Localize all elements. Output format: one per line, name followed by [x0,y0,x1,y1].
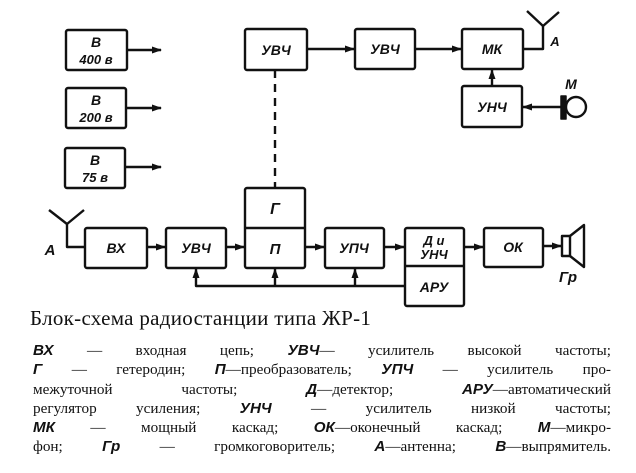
rx-upch-label: УПЧ [339,240,370,256]
rx-ok-box [482,226,545,269]
legend-abbreviation: А [374,438,386,456]
rx-p-label: П [270,241,282,258]
tx-uvch2-label: УВЧ [370,41,401,57]
legend-abbreviation: П [214,361,226,379]
speaker-label: Гр [559,269,577,286]
legend-text: — входная цепь; [53,342,288,359]
rx-detector-label-2: УНЧ [420,247,448,262]
legend-abbreviation: ОК [313,419,335,437]
rectifier-400v-label-2: 400 в [78,52,112,67]
tx-uvch1-label: УВЧ [261,42,292,58]
mic-label: М [565,76,577,92]
rx-detector-label-1: Д и [423,233,445,248]
legend-text: — гетеродин; [42,361,215,379]
legend-text: — усилитель про- [413,361,611,379]
rx-aru-label: АРУ [419,279,450,295]
legend-abbreviation: УВЧ [287,342,320,359]
legend-line: регулятор усиления; УНЧ — усилитель низк… [33,399,611,418]
legend-text: фон; [33,438,103,456]
legend: ВХ — входная цепь; УВЧ— усилитель высоко… [33,341,611,457]
tx-unch-label: УНЧ [477,99,508,115]
legend-line: МК — мощный каскад; ОК—оконечный каскад;… [33,418,611,437]
legend-abbreviation: Гр [102,438,121,456]
legend-text: — усилитель низкой частоты; [271,399,612,417]
legend-text: —выпрямитель. [506,438,611,456]
microphone-icon [522,95,588,120]
legend-line: межуточной частоты; Д—детектор; АРУ—авто… [33,380,611,399]
tx-antenna-icon [523,10,560,51]
legend-abbreviation: М [537,419,551,437]
legend-text: — мощный каскад; [55,419,314,437]
rectifier-400v-label-1: В [91,34,101,50]
agc-feedback-bus [192,268,405,288]
legend-line: ВХ — входная цепь; УВЧ— усилитель высоко… [33,341,611,360]
legend-text: —микро- [550,419,612,437]
legend-text: регулятор усиления; [33,399,240,417]
legend-abbreviation: УНЧ [239,399,272,417]
legend-abbreviation: Д [306,380,318,398]
legend-text: —преобразователь; [225,361,382,379]
legend-text: —автоматический [492,380,611,398]
legend-abbreviation: МК [33,419,55,437]
legend-line: фон; Гр — громкоговоритель; А—антенна; В… [33,437,611,456]
rx-vx-label: ВХ [107,240,128,256]
rectifier-400v [64,28,162,72]
legend-text: —антенна; [385,438,496,456]
legend-abbreviation: Г [33,361,43,379]
tx-antenna-label: А [549,34,559,49]
legend-abbreviation: В [495,438,507,456]
rectifier-200v-label-2: 200 в [78,110,112,125]
legend-text: — громкоговоритель; [120,438,375,456]
speaker-icon [560,223,586,269]
legend-line: Г — гетеродин; П—преобразователь; УПЧ — … [33,360,611,379]
rectifier-75v-label-1: В [90,152,100,168]
block-diagram: В 400 в В 200 в В 75 в УВЧ УВЧ МК УНЧ А … [44,10,588,308]
legend-abbreviation: УПЧ [381,361,414,379]
legend-abbreviation: ВХ [33,342,54,359]
legend-abbreviation: АРУ [461,380,493,398]
rectifier-200v [64,86,162,130]
legend-text: межуточной частоты; [33,380,307,398]
legend-text: — усилитель высокой частоты; [319,342,611,359]
figure-caption: Блок-схема радиостанции типа ЖР-1 [30,306,372,330]
rx-g-label: Г [270,201,281,218]
rx-antenna-label: А [44,242,56,259]
rectifier-75v [63,146,162,190]
rectifier-200v-label-1: В [91,92,101,108]
legend-text: —детектор; [317,380,462,398]
rectifier-75v-label-2: 75 в [82,170,108,185]
rx-ok-label: ОК [503,239,524,255]
tx-mk-label: МК [482,41,504,57]
legend-text: —оконечный каскад; [334,419,538,437]
rx-antenna-icon [48,209,85,249]
rx-uvch-label: УВЧ [181,240,212,256]
